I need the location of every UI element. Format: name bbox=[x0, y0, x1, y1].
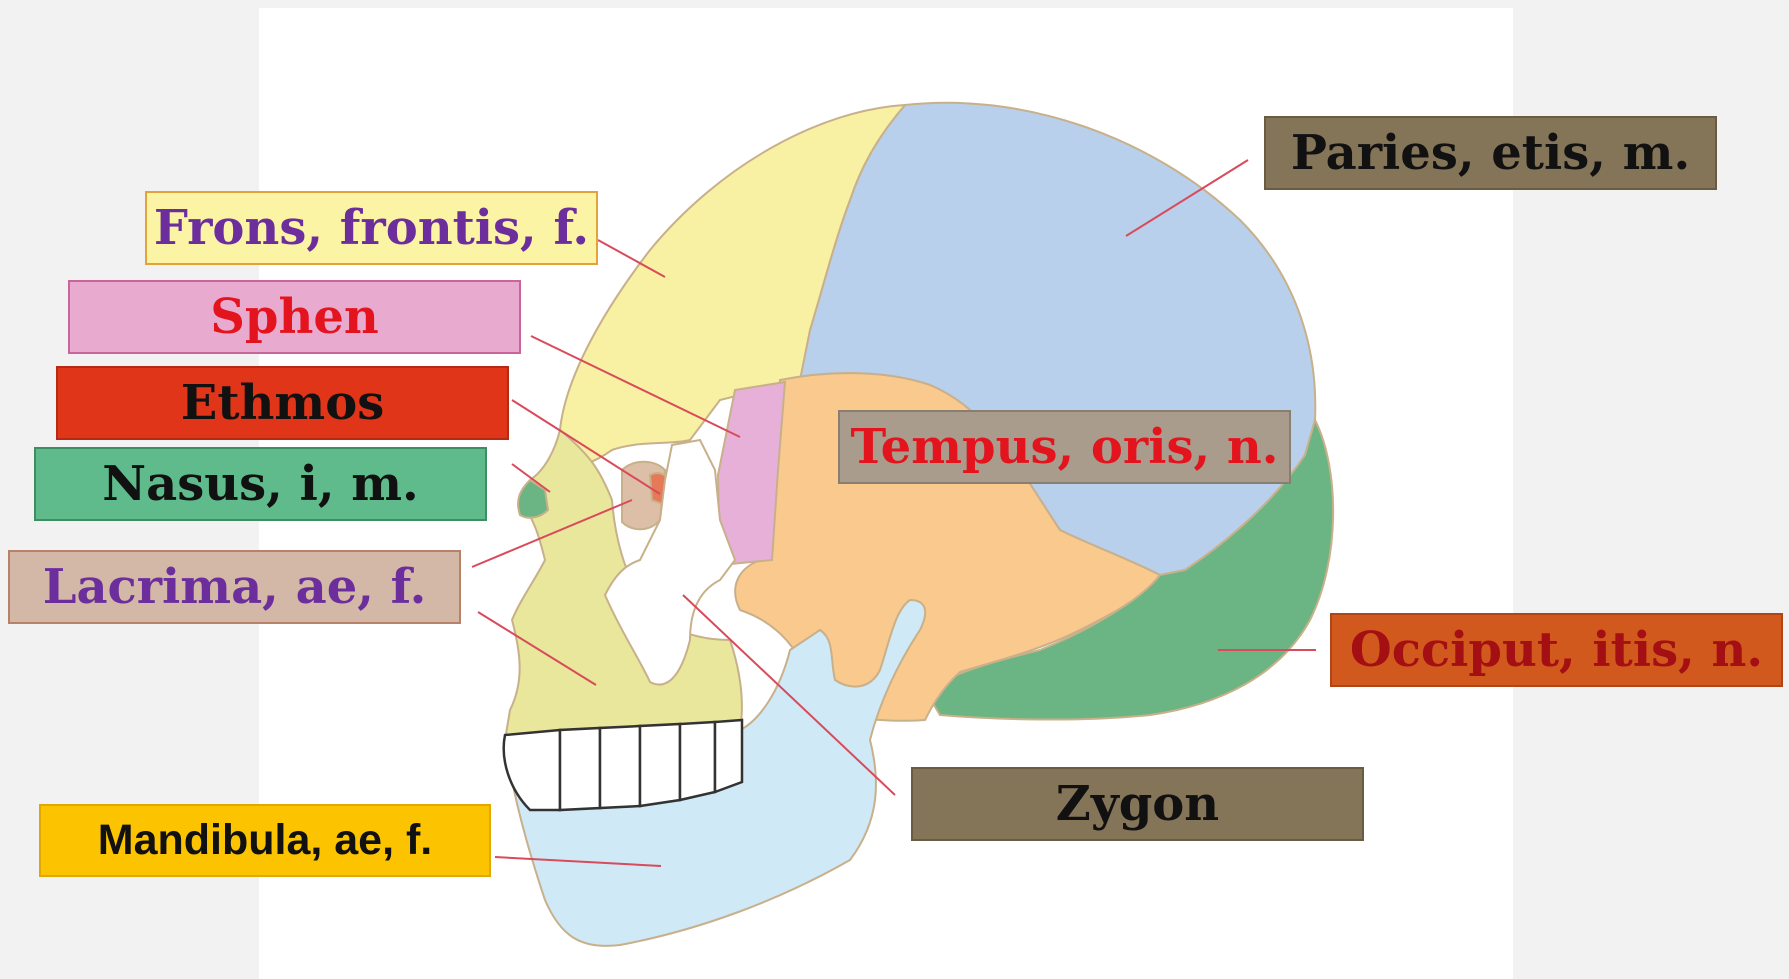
label-lacrima: Lacrima, ae, f. bbox=[8, 550, 461, 624]
label-sphen: Sphen bbox=[68, 280, 521, 354]
label-frons-text: Frons, frontis, f. bbox=[154, 200, 589, 256]
label-occiput-text: Occiput, itis, n. bbox=[1350, 622, 1763, 678]
label-nasus-text: Nasus, i, m. bbox=[102, 456, 419, 512]
label-mandibula: Mandibula, ae, f. bbox=[39, 804, 491, 877]
label-occiput: Occiput, itis, n. bbox=[1330, 613, 1783, 687]
label-mandibula-text: Mandibula, ae, f. bbox=[98, 816, 433, 865]
label-tempus-text: Tempus, oris, n. bbox=[850, 419, 1278, 475]
label-ethmos-text: Ethmos bbox=[181, 375, 384, 431]
label-nasus: Nasus, i, m. bbox=[34, 447, 487, 521]
label-sphen-text: Sphen bbox=[210, 289, 379, 345]
label-zygon-text: Zygon bbox=[1056, 776, 1219, 832]
label-ethmos: Ethmos bbox=[56, 366, 509, 440]
label-lacrima-text: Lacrima, ae, f. bbox=[43, 559, 427, 615]
label-paries: Paries, etis, m. bbox=[1264, 116, 1717, 190]
label-paries-text: Paries, etis, m. bbox=[1291, 125, 1690, 181]
label-zygon: Zygon bbox=[911, 767, 1364, 841]
label-frons: Frons, frontis, f. bbox=[145, 191, 598, 265]
label-tempus: Tempus, oris, n. bbox=[838, 410, 1291, 484]
